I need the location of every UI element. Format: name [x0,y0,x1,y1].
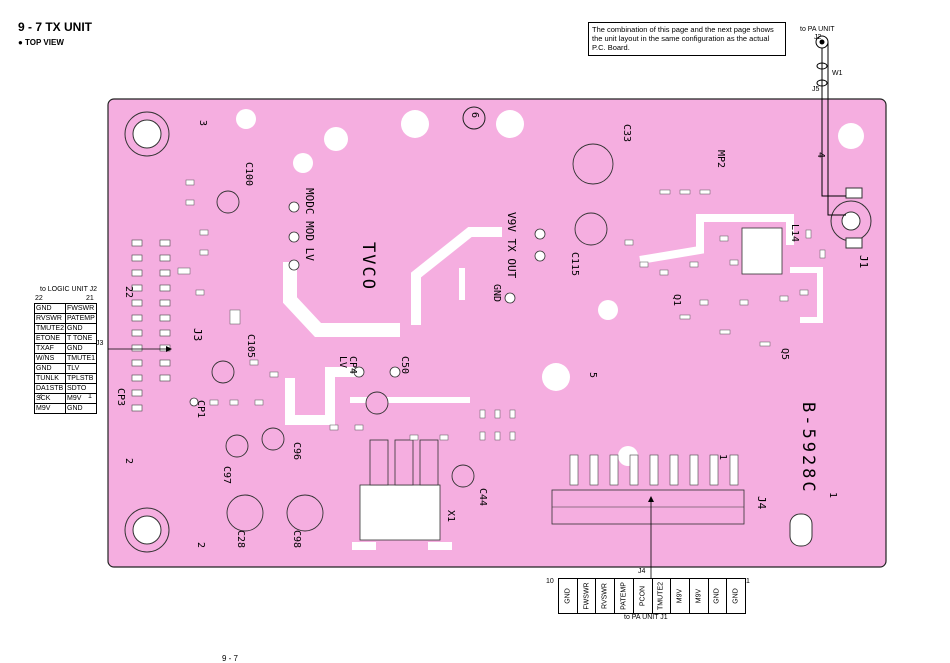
c28-label: C28 [235,530,246,549]
logic-left-pin: DA1STB [34,383,66,394]
lv-label: LV [337,356,348,369]
j4-pin-cell: M9V [688,579,708,613]
mp2-label: MP2 [715,150,726,169]
hole5-silk: 5 [587,372,598,379]
c50-label: C50 [399,356,410,375]
j4-pin-table: GND FWSWR RVSWR PATEMP PCON TMUTE2 M9V M… [558,578,746,614]
logic-right-pin: SDTO [65,383,97,394]
c33-label: C33 [621,124,632,143]
logic-pin21: 21 [86,295,94,302]
j4-pin-label: GND [564,588,572,604]
logic-left-pin: ETONE [34,333,66,344]
j4-pin-label: PATEMP [620,582,628,610]
j4-board-label: J4 [755,496,768,510]
logic-left-pin: TXAF [34,343,66,354]
q5-label: Q5 [779,348,790,361]
j5-label: J5 [812,86,820,93]
pin22-silk: 22 [123,286,134,299]
logic-pin1: 1 [88,393,92,400]
j3-board-label: J3 [191,328,204,342]
j4-pin-label: RVSWR [601,583,609,609]
cp1-label: CP1 [195,400,206,419]
hole3-silk: 3 [197,120,208,127]
pa-top-to-label: to PA UNIT [800,26,835,33]
pa-top-jack-label: J2 [814,34,822,41]
c96-label: C96 [291,442,302,461]
q1-label: Q1 [671,294,682,307]
logic-left-pin: GND [34,363,66,374]
j4-pin-cell: GND [707,579,727,613]
v9v-label: V9V TX OUT [505,212,518,279]
hole2-silk: 2 [195,542,206,549]
logic-pin2: 2 [38,393,42,400]
j4-pin-label: TMUTE2 [657,582,665,610]
modc-label: MODC MOD LV [303,188,316,261]
j4-pin-cell: GND [726,579,745,613]
view-label: ● TOP VIEW [18,38,64,47]
logic-right-pin: TMUTE1 [65,353,97,364]
c105-label: C105 [245,334,256,359]
j4-pin1: 1 [746,578,750,585]
c44-label: C44 [477,488,488,507]
j4-pin-cell: RVSWR [595,579,614,613]
page-title: 9 - 7 TX UNIT [18,20,93,34]
logic-j3-label: J3 [96,340,104,347]
logic-left-pin: RVSWR [34,313,66,324]
x1-label: X1 [445,510,456,523]
w1-label: W1 [832,70,843,77]
j4-pin-label: FWSWR [583,582,591,610]
board-number-label: B-5928C [798,402,818,495]
hole4-silk: 4 [815,152,826,159]
logic-left-pin: TUNLK [34,373,66,384]
gnd-silk-label: GND [491,284,502,303]
logic-right-pin: GND [65,403,97,414]
logic-to-label: to LOGIC UNIT J2 [40,286,98,293]
j4-pin-cell: PCON [632,579,652,613]
pin2-silk: 2 [123,458,134,465]
j4-pin-label: M9V [676,588,684,604]
j1-board-label: J1 [857,255,870,269]
logic-pin22: 22 [35,295,43,302]
logic-right-pin: T TONE [65,333,97,344]
logic-right-pin: TPLSTB [65,373,97,384]
j4-pin-cell: GND [559,579,577,613]
j4-to-label: to PA UNIT J1 [624,614,668,621]
l14-label: L14 [789,224,800,243]
logic-left-pin: GND [34,303,66,314]
cp3-label: CP3 [115,388,126,407]
c98-label: C98 [291,530,302,549]
c115-label: C115 [569,252,580,277]
j4-pin-label: GND [732,588,740,604]
c100-label: C100 [243,162,254,187]
logic-right-pin: TLV [65,363,97,374]
j4-pin-cell: M9V [670,579,689,613]
layout-note: The combination of this page and the nex… [588,22,786,56]
j4-pin-label: PCON [639,585,647,607]
page-number: 9 - 7 [222,654,239,663]
j4-pin-label: M9V [695,588,703,604]
j4-pin-cell: FWSWR [576,579,596,613]
logic-right-pin: PATEMP [65,313,97,324]
corner1-silk: 1 [827,492,838,499]
j4-pin1-silk: 1 [717,454,728,461]
j4-pin10: 10 [546,578,554,585]
tvco-label: TVCO [358,242,378,291]
logic-left-pin: TMUTE2 [34,323,66,334]
logic-right-pin: GND [65,323,97,334]
circle6-silk: 6 [469,112,480,119]
cp4-label: CP4 [347,356,358,375]
pcb-board [107,98,887,568]
j4-pin-cell: TMUTE2 [651,579,671,613]
logic-left-pin: M9V [34,403,66,414]
logic-right-pin: GND [65,343,97,354]
c97-label: C97 [221,466,232,485]
j4-pin-label: GND [713,588,721,604]
j4-pin-cell: PATEMP [614,579,633,613]
j4-label: J4 [638,568,646,575]
logic-left-pin: W/NS [34,353,66,364]
logic-right-pin: FWSWR [65,303,97,314]
